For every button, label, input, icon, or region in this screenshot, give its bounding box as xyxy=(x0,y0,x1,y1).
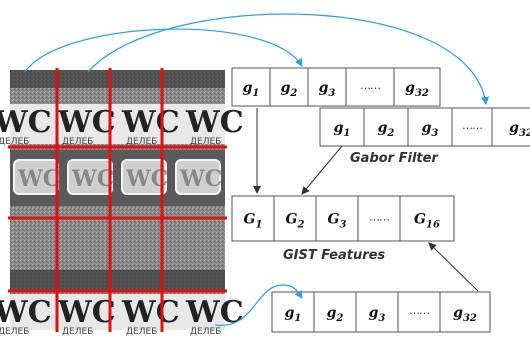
watermark-subtext: ДЕЛЕБ xyxy=(62,137,93,147)
watermark-subtext: ДЕЛЕБ xyxy=(190,137,221,147)
gabor-vector-cell-4: …… xyxy=(451,107,493,147)
gist-vector-label-3: G3 xyxy=(328,212,347,231)
gabor-vector-cell-3: g3 xyxy=(407,107,453,147)
watermark-subtext: ДЕЛЕБ xyxy=(0,137,29,147)
bottom-vector-label-1: g1 xyxy=(285,305,302,324)
gabor-vector-label-5: g32 xyxy=(509,120,530,139)
top-vector-label-3: g3 xyxy=(319,80,336,99)
watermark-letters: WC xyxy=(185,295,244,330)
watermark-subtext: ДЕЛЕБ xyxy=(126,327,157,337)
gabor-vector-cell-2: g2 xyxy=(363,107,409,147)
grid-overlay xyxy=(8,68,227,332)
watermark-letters: WC xyxy=(121,295,180,330)
watermark-letters: WC xyxy=(0,295,52,330)
bottom-vector-cell-4: …… xyxy=(397,291,441,333)
top-vector-ellipsis: …… xyxy=(360,79,380,92)
watermark-subtext: ДЕЛЕБ xyxy=(62,327,93,337)
top-vector-label-5: g32 xyxy=(405,80,429,99)
gist-features-caption: GIST Features xyxy=(283,248,385,263)
gabor-filter-caption: Gabor Filter xyxy=(350,151,439,166)
gist-vector-label-2: G2 xyxy=(286,212,305,231)
svg-text:WC: WC xyxy=(71,166,114,192)
watermark-letters: WC xyxy=(185,105,244,140)
watermark-subtext: ДЕЛЕБ xyxy=(190,327,221,337)
top-vector-label-2: g2 xyxy=(281,80,298,99)
gist-vector-cell-4: …… xyxy=(357,195,401,242)
bottom-vector-label-3: g3 xyxy=(369,305,386,324)
bottom-vector-label-2: g2 xyxy=(327,305,344,324)
curve-arrow-to-bottom-vector xyxy=(214,284,303,326)
gist-vector-cell-1: G1 xyxy=(231,195,275,242)
top-vector-cell-3: g3 xyxy=(307,67,347,107)
svg-text:WC: WC xyxy=(179,166,222,192)
gabor-vector-label-2: g2 xyxy=(378,120,395,139)
gabor-vector-cell-1: g1 xyxy=(319,107,365,147)
gabor-vector-ellipsis: …… xyxy=(462,119,482,132)
curve-arrow-to-top-vector xyxy=(24,28,303,73)
bottom-vector-cell-3: g3 xyxy=(355,291,399,333)
gist-vector-label-5: G16 xyxy=(414,212,440,231)
gist-vector-ellipsis: …… xyxy=(369,211,389,224)
gabor-vector-label-1: g1 xyxy=(334,120,351,139)
top-vector-cell-2: g2 xyxy=(269,67,309,107)
bottom-vector-cell-5: g32 xyxy=(439,291,491,333)
gist-vector-label-1: G1 xyxy=(244,212,263,231)
bottom-vector-cell-2: g2 xyxy=(313,291,357,333)
gist-vector-cell-5: G16 xyxy=(399,195,455,242)
top-vector-cell-4: …… xyxy=(345,67,395,107)
gist-vector-cell-2: G2 xyxy=(273,195,317,242)
top-vector-label-1: g1 xyxy=(243,80,260,99)
arrow-bottom-to-gist xyxy=(428,242,479,292)
top-vector-cell-5: g32 xyxy=(393,67,441,107)
gabor-vector-cell-5: g32 xyxy=(491,107,530,147)
arrow-gabor-to-gist xyxy=(301,145,343,195)
gabor-vector-label-3: g3 xyxy=(422,120,439,139)
top-gabor-vector: g1 g2 g3 …… g32 xyxy=(231,67,441,107)
bottom-vector-label-5: g32 xyxy=(453,305,477,324)
watermark-letters: WC xyxy=(0,105,52,140)
watermark-subtext: ДЕЛЕБ xyxy=(0,327,29,337)
gist-feature-vector: G1 G2 G3 …… G16 xyxy=(231,195,455,242)
watermark-subtext: ДЕЛЕБ xyxy=(126,137,157,147)
gist-vector-cell-3: G3 xyxy=(315,195,359,242)
svg-text:WC: WC xyxy=(17,166,60,192)
watermark-letters: WC xyxy=(57,105,116,140)
bottom-vector-ellipsis: …… xyxy=(409,304,429,317)
curve-arrow-to-gabor-vector xyxy=(87,13,489,105)
bottom-vector-cell-1: g1 xyxy=(271,291,315,333)
gabor-filter-vector: g1 g2 g3 …… g32 xyxy=(319,107,530,147)
bottom-gabor-vector: g1 g2 g3 …… g32 xyxy=(271,291,491,333)
watermark-letters: WC xyxy=(57,295,116,330)
watermark-letters: WC xyxy=(121,105,180,140)
top-vector-cell-1: g1 xyxy=(231,67,271,107)
